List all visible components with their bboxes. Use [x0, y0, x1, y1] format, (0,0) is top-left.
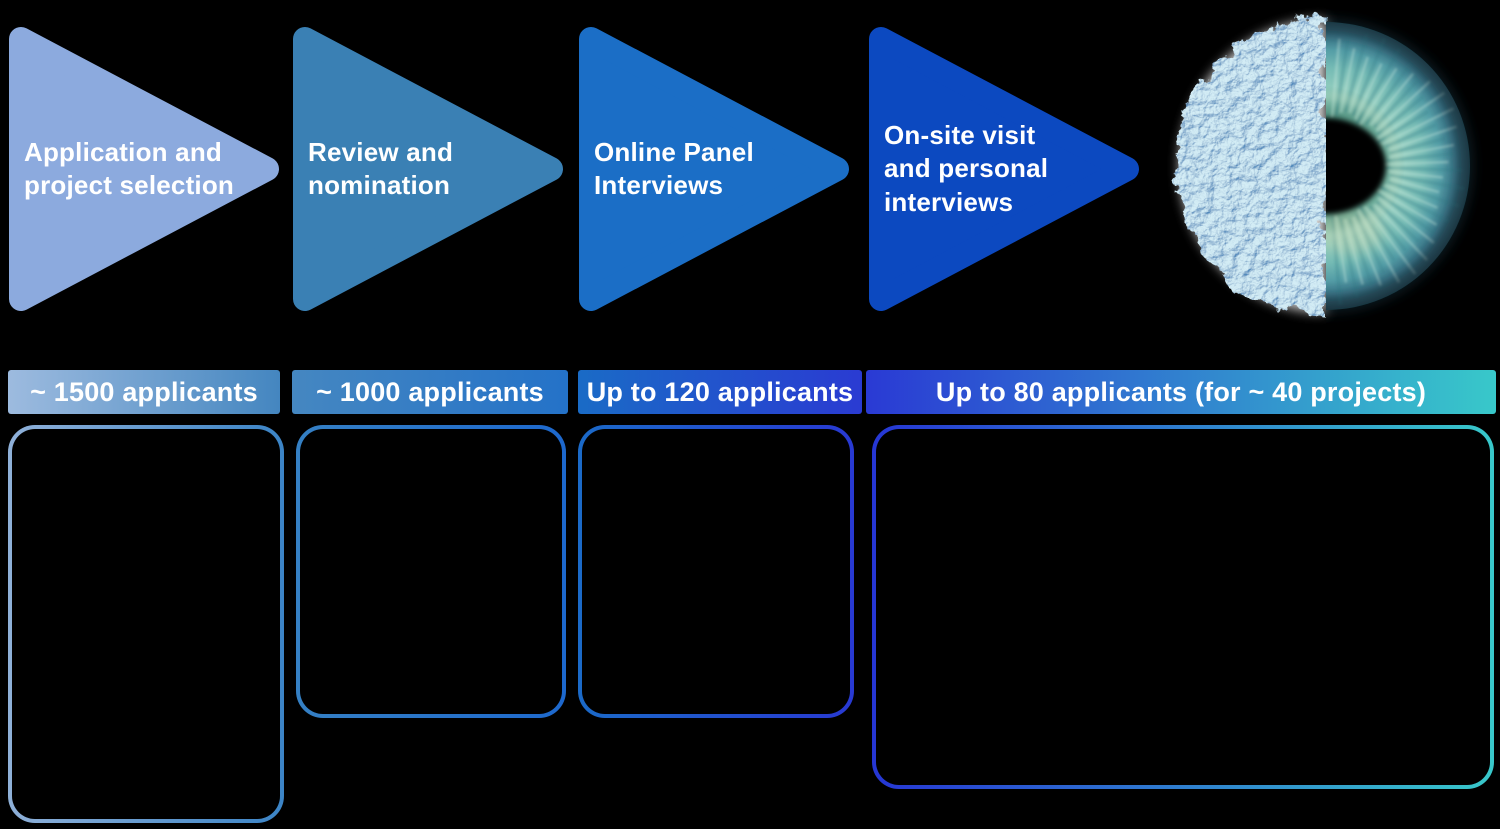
- arrow-shape-icon: [869, 27, 1139, 311]
- panel-onsite-visit: [872, 425, 1494, 789]
- stage-label: Online Panel Interviews: [594, 136, 754, 200]
- stage-label: Application and project selection: [24, 136, 235, 200]
- panel-body: [12, 429, 280, 819]
- arrow-application: Application and project selection: [8, 24, 280, 314]
- immune-cell-iris-image: [1176, 16, 1473, 316]
- panel-body: [876, 429, 1490, 785]
- badge-1500-applicants: ~ 1500 applicants: [8, 370, 280, 414]
- arrow-shape-icon: [9, 27, 279, 311]
- arrow-shape-icon: [293, 27, 563, 311]
- stage-label: On-site visit and personal interviews: [884, 120, 1049, 217]
- arrow-online-interviews: Online Panel Interviews: [578, 24, 850, 314]
- pupil: [1326, 118, 1386, 214]
- panel-application: [8, 425, 284, 823]
- panel-body: [300, 429, 562, 714]
- iris-outer-rim: [1326, 19, 1473, 313]
- stage-label: Review and nomination: [308, 136, 454, 200]
- iris-half: [1326, 19, 1473, 313]
- arrow-shape-icon: [579, 27, 849, 311]
- panel-online-interviews: [578, 425, 854, 718]
- arrow-onsite-visit: On-site visit and personal interviews: [868, 24, 1140, 314]
- immune-cell-half: [1176, 16, 1326, 316]
- badge-80-applicants: Up to 80 applicants (for ~ 40 projects): [866, 370, 1496, 414]
- panel-review: [296, 425, 566, 718]
- badge-1000-applicants: ~ 1000 applicants: [292, 370, 568, 414]
- iris-inner-ring: [1326, 91, 1401, 241]
- badge-120-applicants: Up to 120 applicants: [578, 370, 862, 414]
- arrow-review: Review and nomination: [292, 24, 564, 314]
- panel-body: [582, 429, 850, 714]
